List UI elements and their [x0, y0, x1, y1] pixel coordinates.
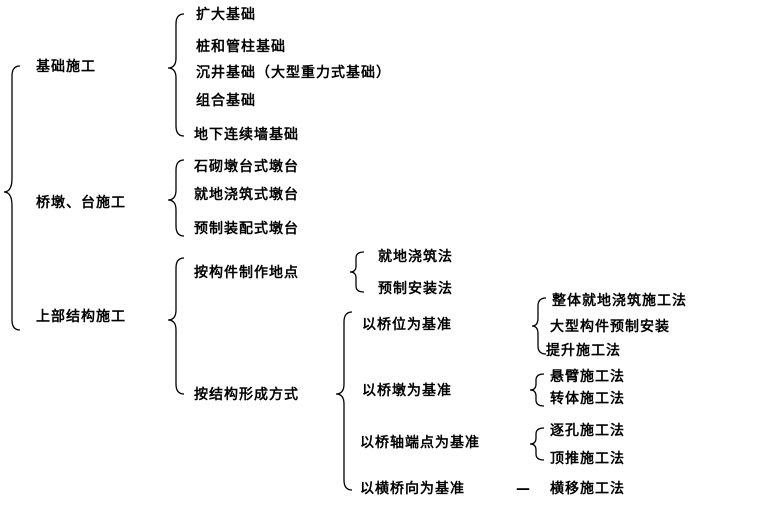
method-item: 横移施工法 [550, 481, 625, 497]
by-method-brace [335, 311, 353, 491]
root-item-foundation: 基础施工 [36, 59, 96, 75]
by-method-label: 按结构形成方式 [194, 387, 299, 403]
foundation-item: 地下连续墙基础 [194, 127, 299, 143]
pier-brace [167, 159, 185, 237]
root-brace [3, 65, 21, 331]
by-location-label: 按构件制作地点 [194, 265, 299, 281]
axis-end-brace [529, 427, 545, 461]
method-group-label: 以桥轴端点为基准 [360, 435, 480, 451]
method-item: 整体就地浇筑施工法 [552, 293, 687, 309]
method-item: 逐孔施工法 [550, 423, 625, 439]
pier-item: 石砌墩台式墩台 [194, 159, 299, 175]
pier-item: 预制装配式墩台 [194, 221, 299, 237]
by-location-item: 预制安装法 [378, 281, 453, 297]
pier-item: 就地浇筑式墩台 [194, 187, 299, 203]
method-item: 提升施工法 [546, 343, 621, 359]
by-location-brace [349, 251, 365, 293]
method-item: 转体施工法 [550, 391, 625, 407]
foundation-item: 扩大基础 [196, 7, 256, 23]
root-item-pier: 桥墩、台施工 [36, 195, 126, 211]
method-item: 顶推施工法 [550, 451, 625, 467]
method-item: 大型构件预制安装 [550, 319, 670, 335]
by-location-item: 就地浇筑法 [378, 249, 453, 265]
method-item: 悬臂施工法 [550, 369, 625, 385]
bridge-position-brace [531, 297, 547, 355]
foundation-item: 沉井基础（大型重力式基础） [196, 65, 391, 81]
foundation-item: 组合基础 [196, 93, 256, 109]
method-group-label: 以桥墩为基准 [362, 383, 452, 399]
method-group-label: 以桥位为基准 [362, 317, 452, 333]
superstructure-brace [167, 257, 185, 395]
foundation-item: 桩和管柱基础 [196, 39, 286, 55]
root-item-superstructure: 上部结构施工 [36, 309, 126, 325]
pier-based-brace [529, 373, 545, 407]
foundation-brace [167, 13, 185, 137]
connector-dash: — [516, 481, 531, 497]
method-group-label: 以横桥向为基准 [360, 481, 465, 497]
